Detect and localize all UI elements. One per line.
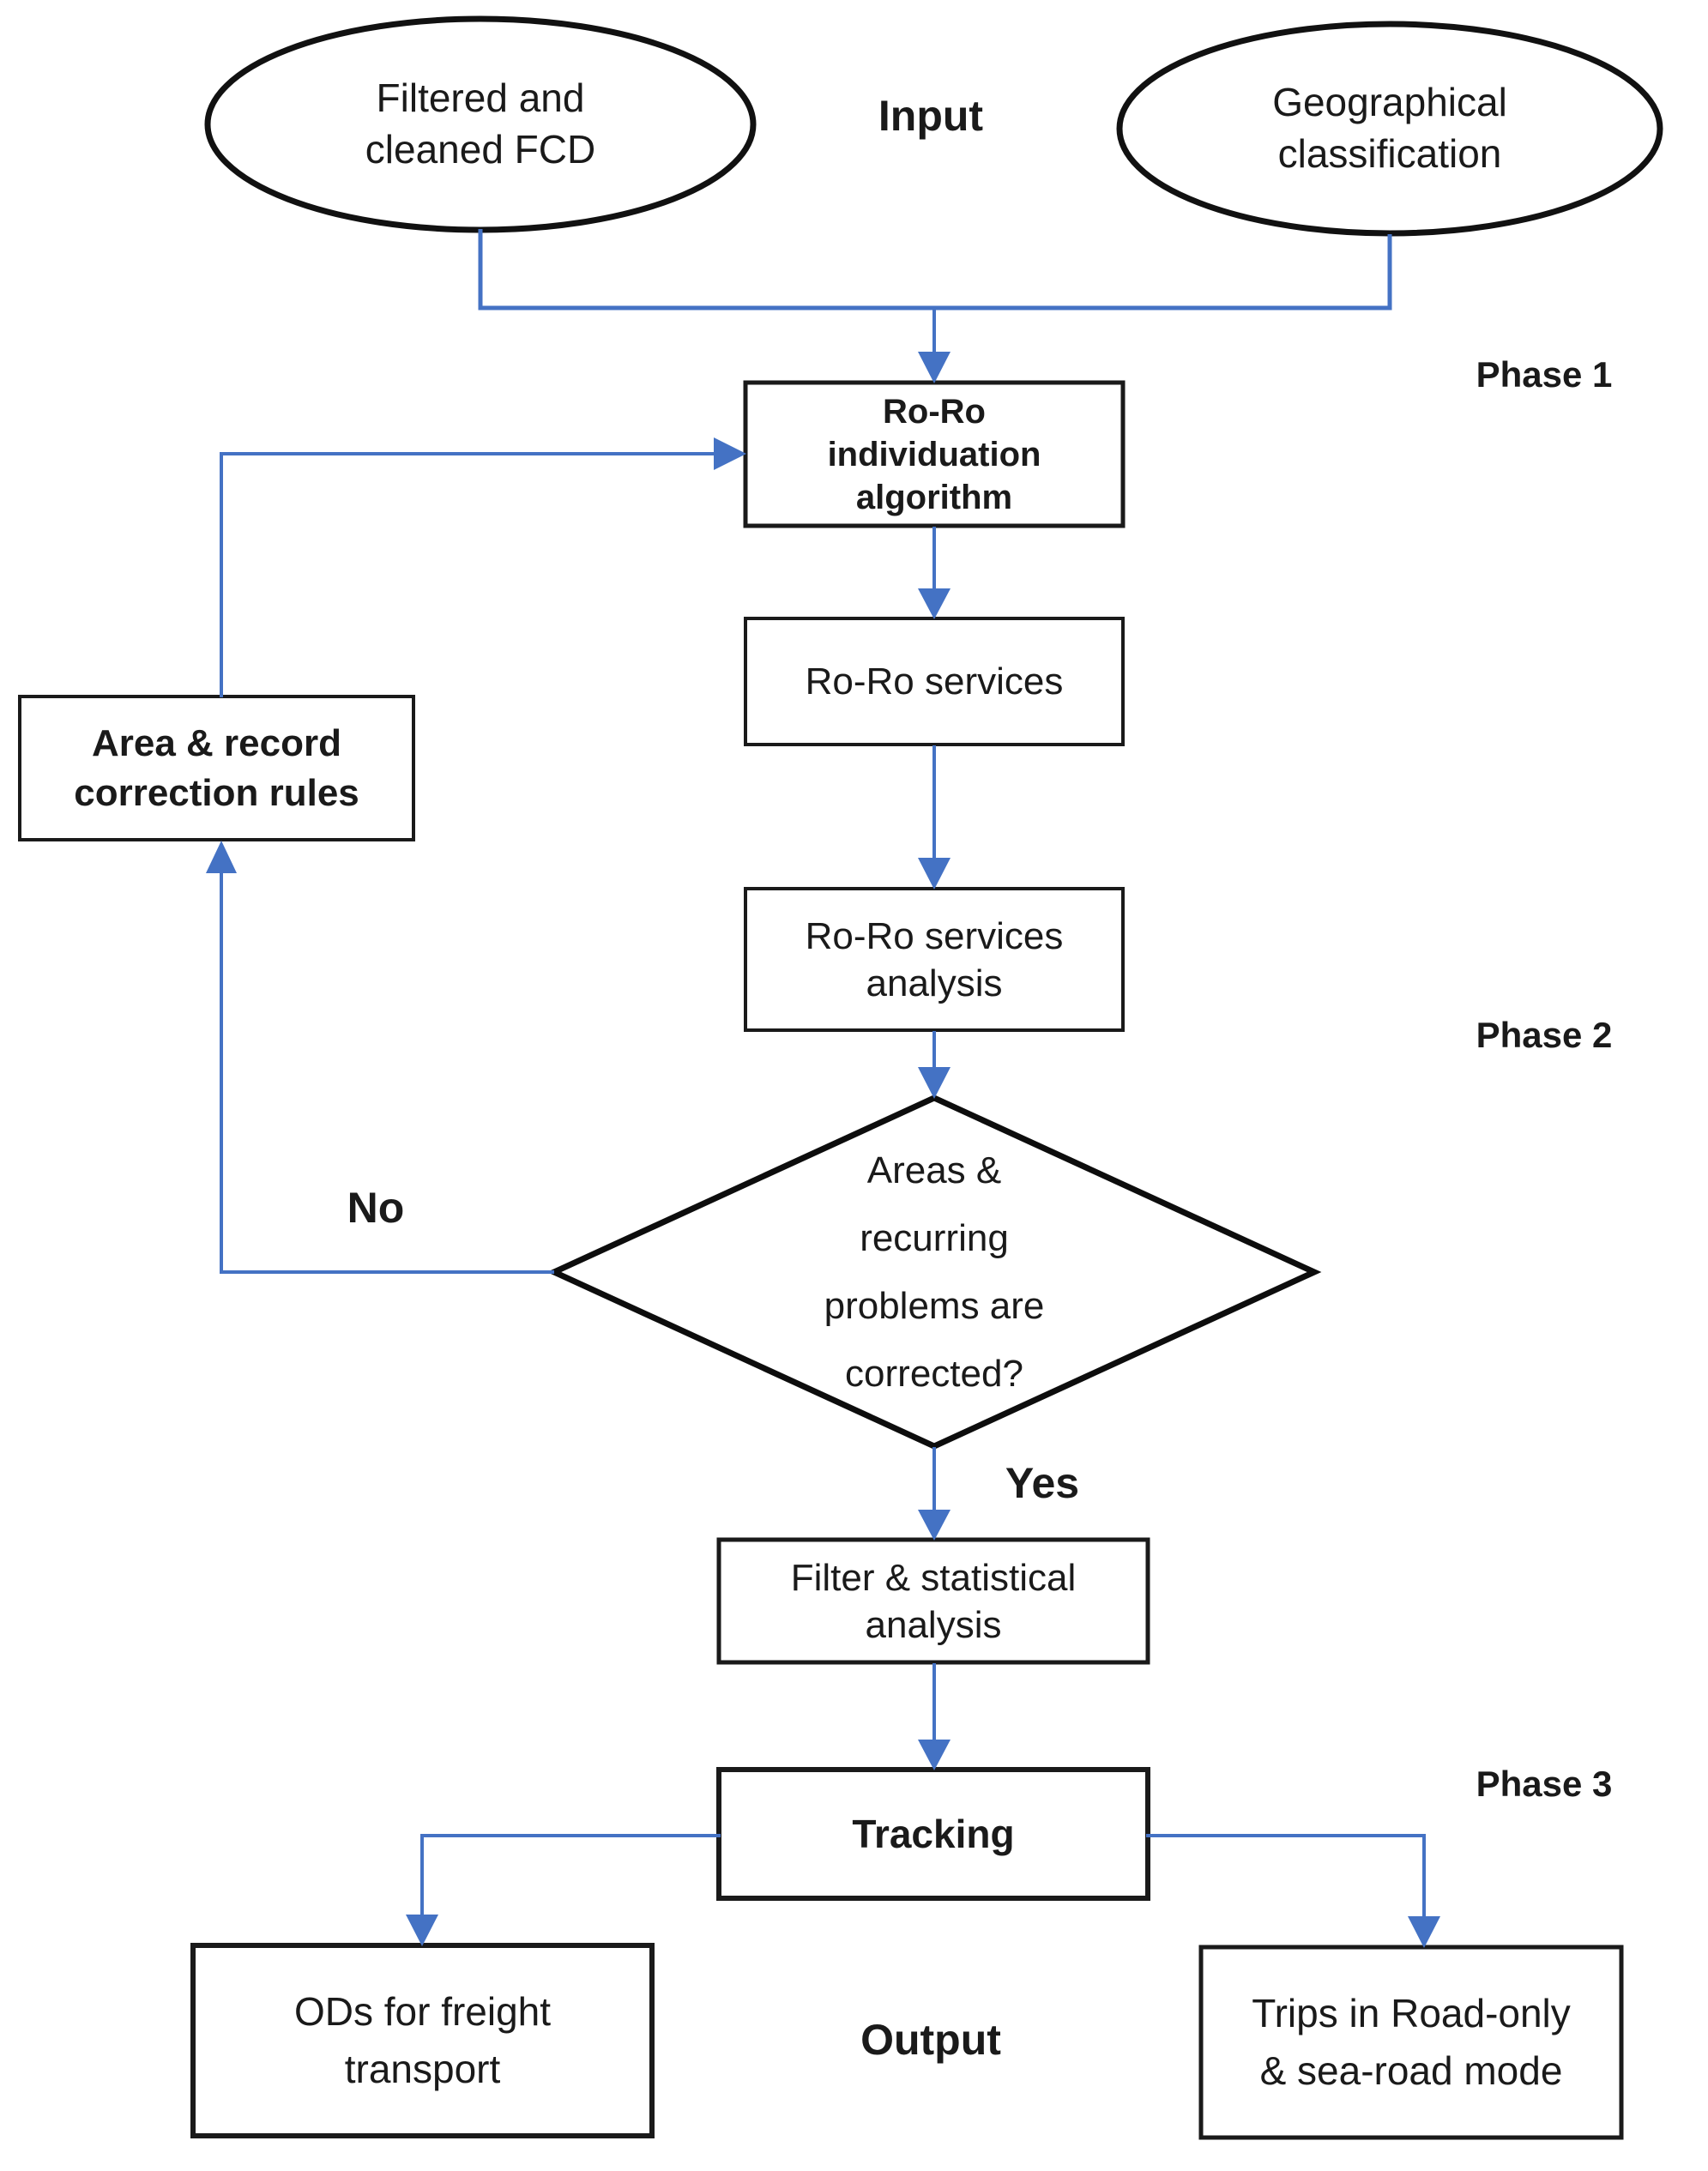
phase-1-label: Phase 1 — [1476, 354, 1613, 395]
individuation-box-label: Ro-Ro individuation algorithm — [827, 392, 1041, 516]
arrowhead-individuation-to-services — [918, 588, 951, 619]
fcd-ellipse-label: Filtered and cleaned FCD — [365, 75, 596, 172]
services-box — [744, 617, 1125, 746]
phase-2-label: Phase 2 — [1476, 1015, 1613, 1055]
arrowhead-services-to-analysis — [918, 858, 951, 890]
tracking-left-branch-line — [420, 1834, 721, 1916]
filter-box — [716, 1537, 1150, 1665]
tracking-box-label: Tracking — [852, 1812, 1015, 1856]
output-heading: Output — [860, 2016, 1001, 2064]
correction-box-label: Area & record correction rules — [74, 722, 359, 814]
arrowhead-input-to-individuation — [918, 352, 951, 383]
arrowhead-yes-to-filter — [918, 1510, 951, 1541]
trips-box-label: Trips in Road-only & sea-road mode — [1252, 1991, 1571, 2093]
correction-box — [18, 695, 415, 841]
arrowhead-correction-to-individuation — [714, 437, 746, 470]
arrowhead-tracking-to-trips — [1408, 1916, 1440, 1948]
no-branch-label: No — [347, 1184, 405, 1232]
tracking-right-branch-line — [1146, 1834, 1426, 1918]
ods-box-label: ODs for freight transport — [293, 1989, 552, 2091]
no-branch-line — [220, 873, 554, 1274]
phase-3-label: Phase 3 — [1476, 1764, 1613, 1804]
input-junction-line — [478, 229, 1392, 311]
decision-diamond — [546, 1095, 1322, 1450]
individuation-box — [743, 380, 1126, 528]
analysis-box — [744, 887, 1125, 1032]
feedback-loop-line — [220, 452, 715, 697]
arrowhead-analysis-to-decision — [918, 1067, 951, 1099]
filter-box-label: Filter & statistical analysis — [790, 1556, 1077, 1646]
services-box-label: Ro-Ro services — [805, 660, 1064, 703]
analysis-box-label: Ro-Ro services analysis — [805, 914, 1064, 1004]
ods-box — [190, 1943, 655, 2138]
geographical-ellipse — [1116, 21, 1663, 237]
arrowhead-filter-to-tracking — [918, 1740, 951, 1770]
geographical-ellipse-label: Geographical classification — [1272, 80, 1507, 176]
arrowhead-tracking-to-ods — [406, 1915, 438, 1946]
arrowhead-no-to-correction — [206, 841, 237, 873]
trips-box — [1198, 1945, 1624, 2140]
yes-branch-label: Yes — [1005, 1459, 1080, 1507]
decision-diamond-label: Areas & recurring problems are corrected… — [824, 1149, 1045, 1396]
input-heading: Input — [878, 92, 984, 140]
